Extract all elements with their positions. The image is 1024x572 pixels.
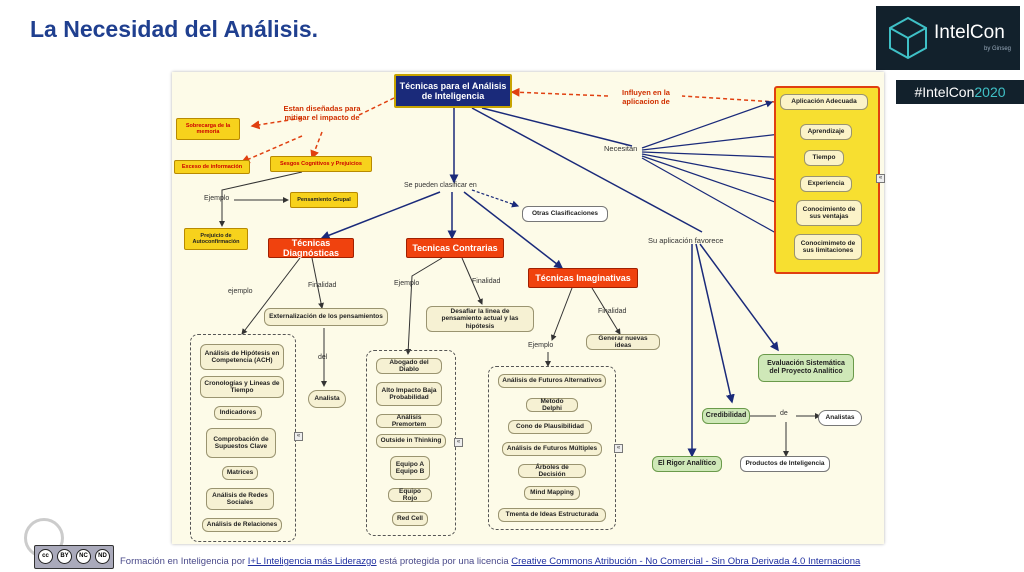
label-finalidad-diag: Finalidad [308, 282, 337, 289]
node-evaluacion[interactable]: Evaluación Sistemática del Proyecto Anal… [758, 354, 854, 382]
label-de: de [780, 410, 788, 417]
label-ejemplo-diag: ejemplo [228, 288, 253, 295]
node-rigor[interactable]: El Rigor Analítico [652, 456, 722, 472]
collapse-icon[interactable]: « [294, 432, 303, 441]
node-contr-4[interactable]: Outside in Thinking [376, 434, 446, 448]
nc-icon: NC [76, 549, 91, 564]
node-productos[interactable]: Productos de Inteligencia [740, 456, 830, 472]
cc-license-badge[interactable]: cc BY NC ND [34, 545, 114, 569]
node-analista[interactable]: Analista [308, 390, 346, 408]
label-ejemplo-sesgos: Ejemplo [204, 195, 230, 202]
hashtag-badge: #IntelCon2020 [896, 80, 1024, 104]
footer-mid: está protegida por una licencia [376, 556, 512, 567]
node-need-3[interactable]: Tiempo [804, 150, 844, 166]
link-disenadas: Estan diseñadas para mitigar el impacto … [283, 104, 361, 122]
label-necesitan: Necesitan [604, 144, 638, 153]
node-diag-4[interactable]: Comprobación de Supuestos Clave [206, 428, 276, 458]
node-diag-6[interactable]: Análisis de Redes Sociales [206, 488, 274, 510]
node-imag-7[interactable]: Tmenta de Ideas Estructurada [498, 508, 606, 522]
node-imag-5[interactable]: Árboles de Decisión [518, 464, 586, 478]
node-sobrecarga[interactable]: Sobrecarga de la memoria [176, 118, 240, 140]
node-imag-4[interactable]: Análisis de Futuros Múltiples [502, 442, 602, 456]
label-finalidad-imag: Finalidad [598, 308, 627, 315]
label-ejemplo-contr: Ejemplo [394, 280, 420, 287]
node-contr-1[interactable]: Abogado del Diablo [376, 358, 442, 374]
node-contr-7[interactable]: Red Cell [392, 512, 428, 526]
node-contr-3[interactable]: Análisis Premortem [376, 414, 442, 428]
intelcon-logo: IntelCon by Ginseg [876, 6, 1020, 70]
node-contr-5[interactable]: Equipo A Equipo B [390, 456, 430, 480]
node-contr-6[interactable]: Equipo Rojo [388, 488, 432, 502]
cube-icon [889, 16, 927, 60]
footer-pre: Formación en Inteligencia por [120, 556, 248, 567]
node-need-6[interactable]: Conocimimeto de sus limitaciones [794, 234, 862, 260]
label-favorece: Su aplicación favorece [648, 236, 724, 245]
node-need-1[interactable]: Aplicación Adecuada [780, 94, 868, 110]
node-diagnosticas[interactable]: Técnicas Diagnósticas [268, 238, 354, 258]
nd-icon: ND [95, 549, 110, 564]
node-imag-1[interactable]: Análisis de Futuros Alternativos [498, 374, 606, 388]
concept-map: Técnicas para el Análisis de Inteligenci… [172, 72, 885, 544]
label-ejemplo-imag: Ejemplo [528, 342, 554, 349]
label-finalidad-contr: Finalidad [472, 278, 501, 285]
node-externalizacion[interactable]: Externalización de los pensamientos [264, 308, 388, 326]
node-exceso[interactable]: Exceso de información [174, 160, 250, 174]
node-diag-1[interactable]: Análisis de Hipótesis en Competencia (AC… [200, 344, 284, 370]
label-clasificar: Se pueden clasificar en [404, 182, 477, 189]
slide-title: La Necesidad del Análisis. [30, 16, 319, 42]
node-need-5[interactable]: Conocimiento de sus ventajas [796, 200, 862, 226]
node-diag-7[interactable]: Análisis de Relaciones [202, 518, 282, 532]
by-icon: BY [57, 549, 72, 564]
node-contr-2[interactable]: Alto Impacto Baja Probabilidad [376, 382, 442, 406]
node-pensamiento-grupal[interactable]: Pensamiento Grupal [290, 192, 358, 208]
node-contrarias[interactable]: Tecnicas Contrarias [406, 238, 504, 258]
node-need-4[interactable]: Experiencia [800, 176, 852, 192]
node-desafiar[interactable]: Desafiar la linea de pensamiento actual … [426, 306, 534, 332]
footer-license: Formación en Inteligencia por I+L Inteli… [120, 556, 860, 567]
node-generar[interactable]: Generar nuevas ideas [586, 334, 660, 350]
node-imag-6[interactable]: Mind Mapping [524, 486, 580, 500]
node-imag-3[interactable]: Cono de Plausibilidad [508, 420, 592, 434]
node-credibilidad[interactable]: Credibilidad [702, 408, 750, 424]
node-diag-2[interactable]: Cronologías y Lineas de Tiempo [200, 376, 284, 398]
label-del: del [318, 354, 328, 361]
footer-link-cc[interactable]: Creative Commons Atribución - No Comerci… [511, 556, 861, 567]
node-diag-3[interactable]: Indicadores [214, 406, 262, 420]
collapse-icon[interactable]: « [454, 438, 463, 447]
cc-icon: cc [38, 549, 53, 564]
link-influyen: Influyen en la aplicacion de [622, 88, 670, 106]
node-diag-5[interactable]: Matrices [222, 466, 258, 480]
node-imaginativas[interactable]: Técnicas Imaginativas [528, 268, 638, 288]
node-imag-2[interactable]: Metodo Delphi [526, 398, 578, 412]
node-need-2[interactable]: Aprendizaje [800, 124, 852, 140]
collapse-icon[interactable]: « [614, 444, 623, 453]
logo-sub: by Ginseg [984, 46, 1012, 52]
node-analistas[interactable]: Analistas [818, 410, 862, 426]
collapse-icon[interactable]: « [876, 174, 885, 183]
node-otras[interactable]: Otras Clasificaciones [522, 206, 608, 222]
node-sesgos[interactable]: Sesgos Cognitivos y Prejuicios [270, 156, 372, 172]
main-topic-node[interactable]: Técnicas para el Análisis de Inteligenci… [394, 74, 512, 108]
node-prejuicio[interactable]: Prejuicio de Autoconfirmación [184, 228, 248, 250]
footer-link-il[interactable]: I+L Inteligencia más Liderazgo [247, 556, 377, 567]
logo-text: IntelCon [934, 22, 1005, 43]
hashtag-prefix: #IntelCon [914, 84, 975, 100]
concept-map-links [219, 87, 821, 458]
hashtag-year: 2020 [974, 84, 1006, 100]
